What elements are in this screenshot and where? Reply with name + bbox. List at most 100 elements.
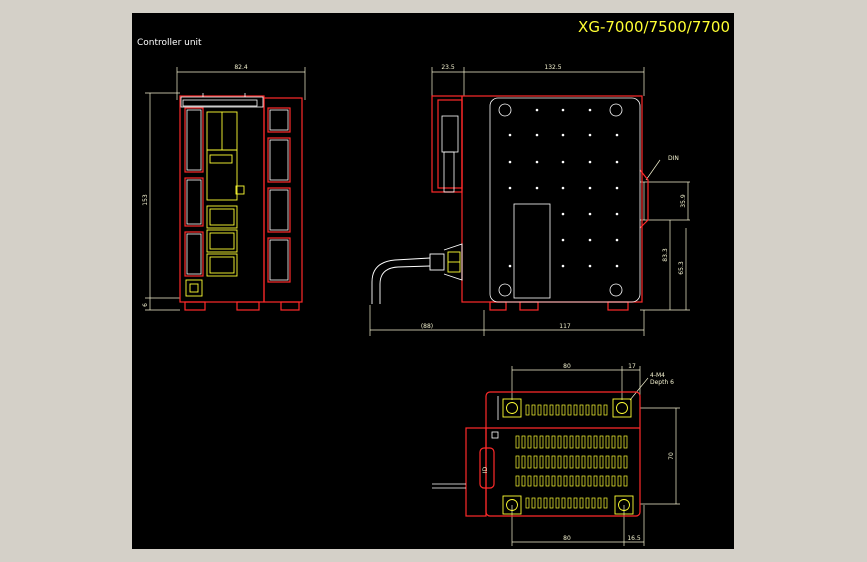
vent-slot [581,435,586,449]
vent-slot [611,435,616,449]
vent-slot [555,404,560,416]
vent-slot [623,455,628,469]
vent-slot [525,497,530,509]
vent-slot [591,497,596,509]
side-connector [447,251,461,273]
vent-slot [557,455,562,469]
din-label: DIN [668,155,679,162]
vent-slot [549,404,554,416]
vent-slot [537,497,542,509]
vent-slot [593,475,598,487]
vent-slot [533,435,538,449]
vent-slot [567,404,572,416]
side-top-left-label: 23.5 [441,64,455,71]
vent-slot [545,455,550,469]
vent-slot [575,475,580,487]
vent-slot [563,435,568,449]
vent-slot [599,435,604,449]
vent-slot [587,435,592,449]
vent-slot [561,497,566,509]
bottom-id-label: ID [482,466,489,473]
vent-slot [569,435,574,449]
vent-slot [573,404,578,416]
vent-slot [575,435,580,449]
vent-slot [521,455,526,469]
vent-slot [611,475,616,487]
vent-slots [515,404,628,509]
bottom-details [432,396,499,489]
side-depth-label: 117 [559,323,571,330]
vent-slot [539,475,544,487]
vent-slot [603,497,608,509]
vent-slot [587,455,592,469]
front-details [180,93,289,281]
vent-slot [585,404,590,416]
bottom-top-pitch-label: 80 [563,363,571,370]
vent-slot [579,404,584,416]
vent-slot [527,475,532,487]
vent-slot [533,475,538,487]
mounting-holes [502,398,634,515]
drawing-canvas: XG-7000/7500/7700 Controller unit 82.4 1… [132,13,734,549]
drawing-subtitle: Controller unit [137,38,202,48]
dim-83-label: 83.3 [662,248,669,262]
vent-slot [555,497,560,509]
front-height-label: 153 [142,194,149,206]
vent-slot [617,435,622,449]
vent-slot [593,455,598,469]
vent-slot [557,475,562,487]
vent-slot [587,475,592,487]
vent-slot [579,497,584,509]
vent-slot [605,475,610,487]
vent-slot [591,404,596,416]
front-width-label: 82.4 [234,64,248,71]
vent-slot [561,404,566,416]
side-details [441,97,641,303]
vent-slot [549,497,554,509]
side-vent-holes [508,108,619,268]
vent-slot [599,455,604,469]
vent-slot [617,455,622,469]
vent-slot [623,435,628,449]
vent-slot [569,475,574,487]
cable-length-label: (88) [421,323,433,330]
vent-slot [575,455,580,469]
vent-slot [617,475,622,487]
vent-slot [551,455,556,469]
din-height-label: 35.9 [680,194,687,208]
bottom-view: 80 17 4-M4 Depth 6 70 80 16.5 ID [432,363,680,546]
vent-slot [599,475,604,487]
vent-slot [545,475,550,487]
vent-slot [531,404,536,416]
vent-slot [597,404,602,416]
vent-slot [515,435,520,449]
side-top-main-label: 132.5 [544,64,561,71]
bottom-body [465,391,641,517]
vent-slot [539,435,544,449]
front-dimension-lines [145,67,306,311]
vent-slot [593,435,598,449]
vent-slot [545,435,550,449]
vent-slot [527,435,532,449]
vent-slot [557,435,562,449]
vent-slot [605,435,610,449]
vent-slot [521,475,526,487]
vent-slot [539,455,544,469]
vent-slot [585,497,590,509]
vent-slot [515,475,520,487]
vent-slot [603,404,608,416]
side-cable [371,243,463,304]
vent-slot [611,455,616,469]
vent-slot [551,435,556,449]
vent-slot [563,475,568,487]
vent-slot [569,455,574,469]
dim-65-label: 65.3 [678,261,685,275]
side-dimension-lines [369,67,690,336]
vent-slot [597,497,602,509]
vent-slot [521,435,526,449]
vent-slot [605,455,610,469]
bottom-height-label: 70 [668,452,675,460]
side-view: 23.5 132.5 DIN 35.9 83.3 65.3 (88) 117 [369,64,690,336]
vent-slot [515,455,520,469]
vent-slot [581,455,586,469]
